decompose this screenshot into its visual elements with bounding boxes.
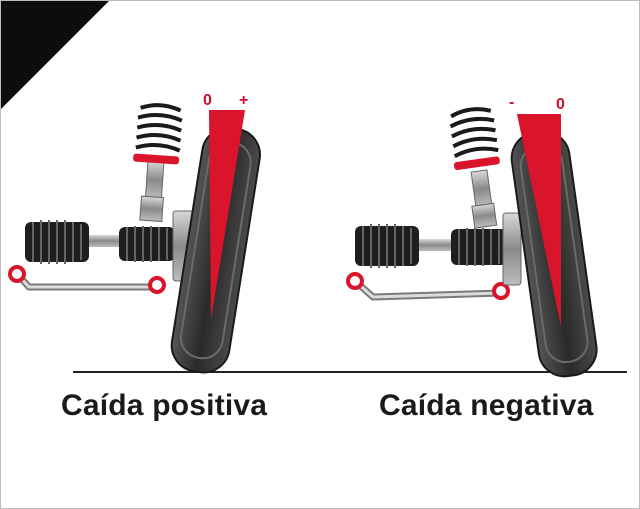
arm-pivot-outer — [148, 276, 166, 294]
left-suspension: 0 + — [8, 92, 261, 374]
angle-plus-label: + — [239, 92, 248, 109]
angle-minus-label: - — [509, 94, 514, 111]
arm-pivot-outer — [492, 282, 510, 300]
right-suspension: - 0 — [346, 94, 598, 378]
angle-zero-label: 0 — [203, 92, 212, 109]
angle-zero-label: 0 — [556, 96, 565, 113]
strut — [133, 103, 183, 223]
caption-positive-camber: Caída positiva — [61, 389, 268, 422]
caption-negative-camber: Caída negativa — [379, 389, 594, 422]
corner-triangle — [1, 1, 109, 109]
arm-pivot-inner — [8, 265, 26, 283]
camber-angle-wedge — [209, 110, 245, 319]
lower-arm — [13, 270, 161, 291]
drive-shaft-boot — [355, 224, 507, 268]
arm-pivot-inner — [346, 272, 364, 290]
drive-shaft-boot — [25, 220, 175, 264]
spring-seat — [133, 153, 180, 165]
camber-angle-wedge — [517, 114, 561, 327]
spring-seat — [453, 156, 500, 170]
wheel-hub — [502, 212, 522, 286]
strut — [449, 107, 500, 229]
